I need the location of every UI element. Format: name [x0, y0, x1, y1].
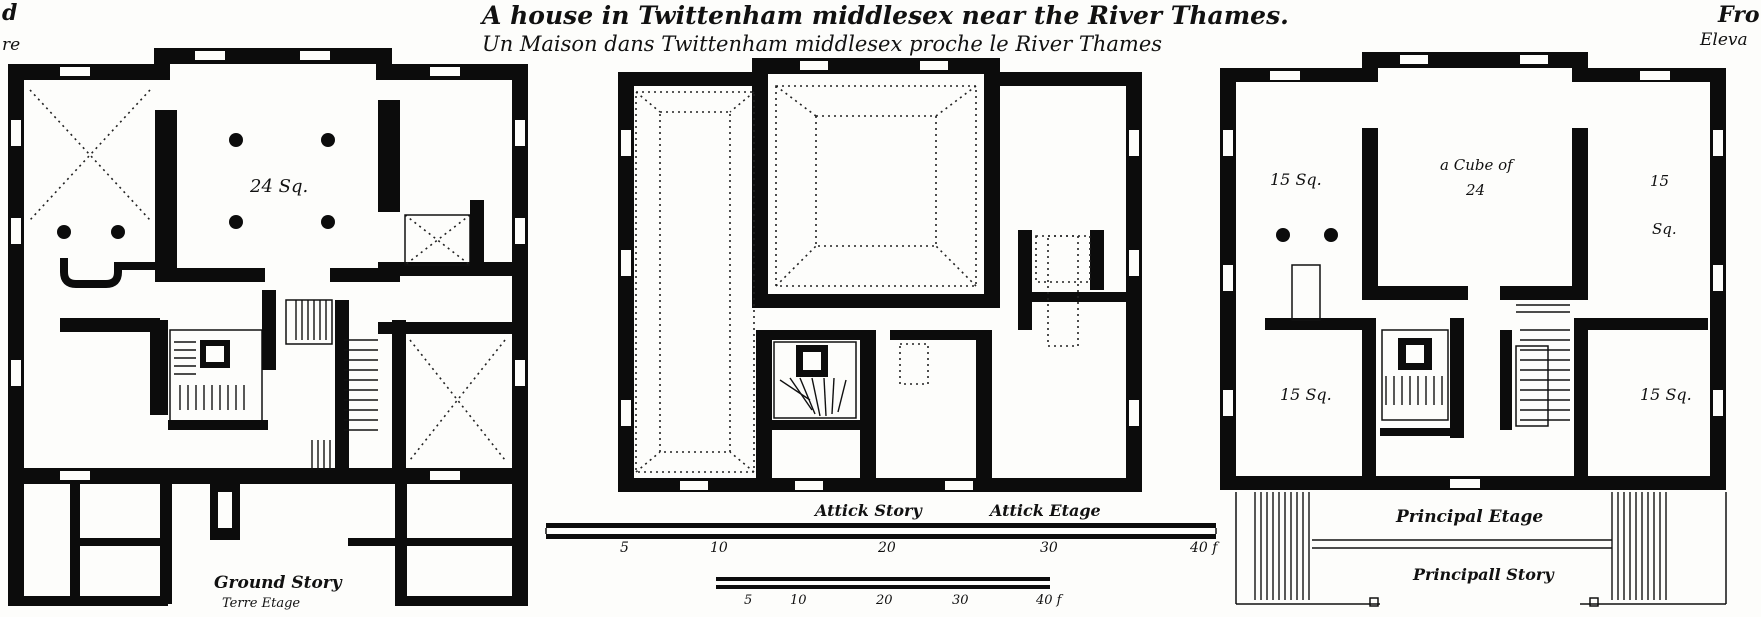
principal-room-label-5: Sq.: [1652, 220, 1677, 238]
principal-room-label-3: 24: [1465, 181, 1485, 199]
left-edge-text-1: d: [2, 0, 17, 26]
upper-scale-tick-3: 20: [877, 540, 896, 556]
upper-scale-tick-2: 10: [710, 540, 728, 556]
lower-scale-tick-2: 10: [790, 593, 807, 608]
left-edge-text-2: re: [2, 35, 20, 55]
upper-scale-bar: 5 10 20 30 40 f: [545, 523, 1220, 556]
upper-scale-tick-1: 5: [620, 540, 629, 556]
upper-scale-tick-5: 40 f: [1189, 540, 1220, 556]
title-english: A house in Twittenham middlesex near the…: [480, 1, 1289, 30]
principal-room-label-1: 15 Sq.: [1270, 170, 1322, 189]
upper-scale-tick-4: 30: [1040, 540, 1058, 556]
attic-story-plan: Attick Story Attick Etage: [618, 58, 1142, 520]
lower-scale-tick-4: 30: [952, 593, 969, 608]
right-edge-text-1: Fro: [1717, 2, 1760, 28]
lower-scale-tick-1: 5: [744, 593, 752, 608]
ground-story-caption-fr: Terre Etage: [222, 596, 300, 611]
principal-story-caption-fr: Principal Etage: [1395, 507, 1543, 527]
attic-story-caption: Attick Story: [813, 501, 923, 520]
lower-scale-tick-3: 20: [875, 593, 893, 608]
title-french: Un Maison dans Twittenham middlesex proc…: [482, 32, 1162, 56]
lower-scale-tick-5: 40 f: [1035, 593, 1064, 608]
attic-story-caption-fr: Attick Etage: [988, 501, 1101, 520]
principal-story-caption: Principall Story: [1412, 565, 1555, 584]
ground-room-label: 24 Sq.: [249, 176, 308, 197]
right-edge-text-2: Eleva: [1699, 30, 1748, 50]
lower-scale-bar: 5 10 20 30 40 f: [716, 577, 1064, 608]
principal-room-label-7: 15 Sq.: [1640, 385, 1692, 404]
principal-room-label-2: a Cube of: [1440, 156, 1515, 174]
principal-room-label-6: 15 Sq.: [1280, 385, 1332, 404]
principal-story-plan: 15 Sq. a Cube of 24 15 Sq. 15 Sq. 15 Sq.…: [1220, 52, 1727, 607]
ground-story-plan: 24 Sq.: [8, 48, 528, 611]
principal-room-label-4: 15: [1650, 172, 1669, 190]
ground-story-caption: Ground Story: [214, 573, 343, 593]
